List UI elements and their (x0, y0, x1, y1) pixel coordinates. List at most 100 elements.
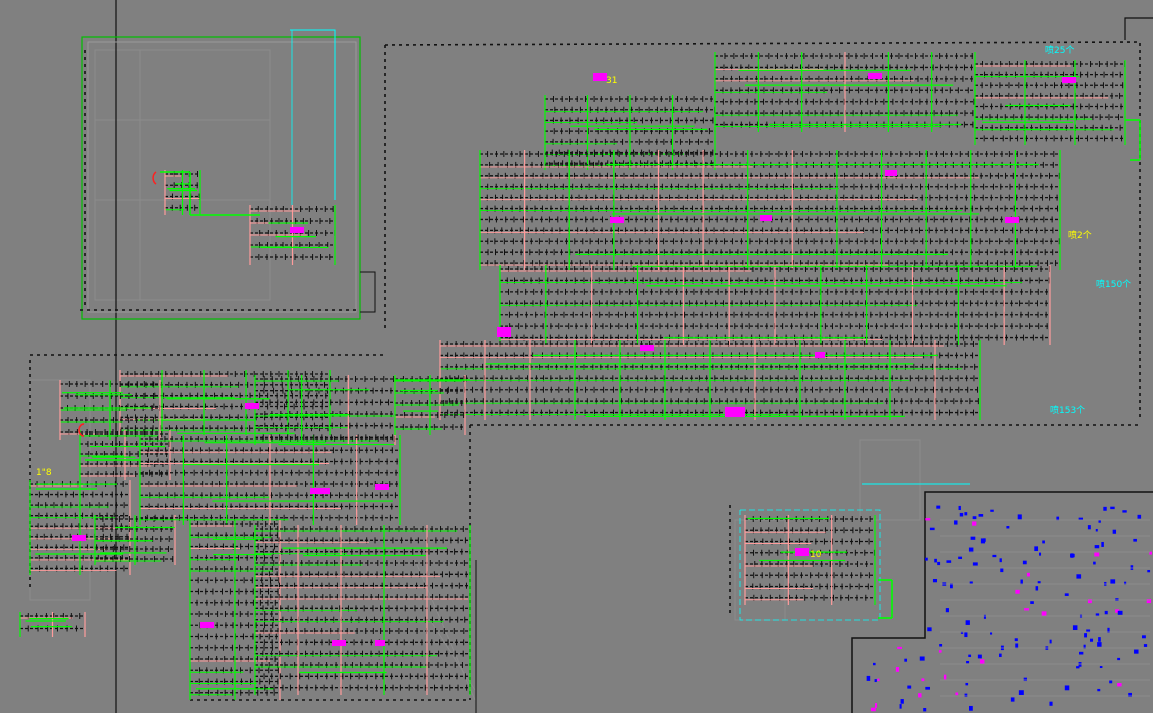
detail-mark (1034, 546, 1039, 552)
detail-mark (990, 509, 994, 512)
detail-mark (979, 659, 985, 664)
detail-mark (1024, 608, 1029, 611)
label-lower-tag: 10 (810, 550, 822, 560)
detail-mark (964, 632, 968, 638)
detail-mark (1137, 514, 1142, 519)
detail-mark (866, 675, 871, 681)
detail-mark (1020, 579, 1023, 585)
label-top-tag: 31 (606, 76, 617, 86)
detail-mark (1064, 685, 1070, 691)
detail-mark (965, 682, 969, 686)
detail-mark (874, 679, 877, 683)
detail-mark (1110, 506, 1115, 510)
detail-mark (954, 520, 958, 525)
detail-mark (980, 538, 986, 544)
sprinkler-piping-network (19, 52, 1141, 700)
detail-mark (977, 654, 982, 659)
detail-mark (983, 614, 986, 619)
detail-mark (1099, 666, 1103, 669)
detail-mark (1015, 643, 1019, 649)
magenta-tags (72, 73, 1076, 646)
detail-mark (968, 705, 973, 711)
detail-mark (1026, 572, 1030, 577)
detail-mark (899, 704, 902, 709)
label-top-right-count: 喷25个 (1045, 45, 1074, 56)
detail-mark (1117, 683, 1122, 687)
detail-mark (999, 558, 1002, 563)
detail-mark (1146, 598, 1152, 604)
detail-mark (945, 608, 949, 613)
detail-mark (919, 656, 925, 661)
detail-mark (960, 631, 964, 634)
detail-mark (877, 678, 880, 682)
detail-mark (925, 557, 928, 561)
small-detail-outline (739, 509, 881, 621)
detail-mark (1042, 540, 1045, 544)
label-left-count: 1"8 (36, 468, 52, 478)
detail-mark (1022, 560, 1027, 565)
right-frame-black (1124, 17, 1153, 40)
detail-mark (1142, 635, 1146, 639)
detail-mark (1083, 644, 1086, 649)
detail-mark (939, 644, 943, 647)
detail-mark (943, 674, 947, 680)
detail-mark (1103, 506, 1107, 511)
detail-mark (1115, 609, 1120, 613)
dotted-boundaries (29, 41, 1141, 701)
frames (81, 0, 1153, 713)
detail-mark (1056, 516, 1060, 521)
detail-mark (964, 512, 968, 516)
detail-mark (929, 527, 935, 531)
detail-mark (1098, 637, 1101, 642)
detail-mark (1076, 574, 1082, 579)
detail-mark (900, 699, 904, 704)
detail-frame-green (81, 36, 361, 320)
detail-mark (1101, 541, 1104, 547)
detail-mark (1079, 651, 1084, 655)
detail-mark (968, 654, 972, 658)
detail-mark (1014, 638, 1018, 642)
detail-mark (1039, 552, 1042, 556)
detail-mark (1049, 701, 1053, 706)
detail-mark (895, 667, 900, 672)
detail-mark (1133, 538, 1137, 542)
detail-mark (959, 512, 964, 517)
bottom-right-frame (851, 491, 1153, 713)
detail-mark (968, 547, 974, 553)
detail-mark (1112, 529, 1117, 534)
detail-mark (1095, 613, 1100, 617)
detail-mark (1097, 642, 1102, 647)
detail-mark (964, 693, 968, 698)
detail-mark (870, 707, 876, 712)
bottom-right-detail-plan (866, 505, 1152, 712)
detail-mark (1086, 629, 1091, 633)
circle-marker-icon-2 (78, 423, 85, 437)
detail-mark (1064, 593, 1069, 596)
detail-mark (1010, 697, 1015, 702)
detail-mark (1109, 680, 1113, 684)
detail-mark (1117, 657, 1121, 661)
detail-mark (958, 505, 961, 511)
label-right-count-3: 喷153个 (1050, 405, 1085, 416)
detail-mark (1041, 611, 1047, 616)
detail-mark (1072, 625, 1078, 631)
detail-mark (937, 561, 941, 566)
detail-mark (1018, 690, 1024, 695)
detail-mark (923, 707, 927, 712)
detail-frame-gray (87, 41, 357, 313)
detail-mark (921, 678, 925, 682)
detail-mark (1117, 610, 1123, 615)
detail-mark (1093, 561, 1096, 565)
detail-mark (1015, 589, 1020, 594)
detail-mark (1147, 570, 1151, 573)
detail-mark (1084, 633, 1088, 638)
detail-mark (1110, 579, 1116, 584)
detail-mark (950, 583, 953, 589)
detail-mark (1023, 677, 1027, 682)
detail-mark (918, 693, 922, 698)
detail-mark (932, 578, 938, 583)
detail-mark (1104, 610, 1108, 615)
detail-mark (904, 658, 908, 662)
detail-mark (1070, 553, 1075, 558)
